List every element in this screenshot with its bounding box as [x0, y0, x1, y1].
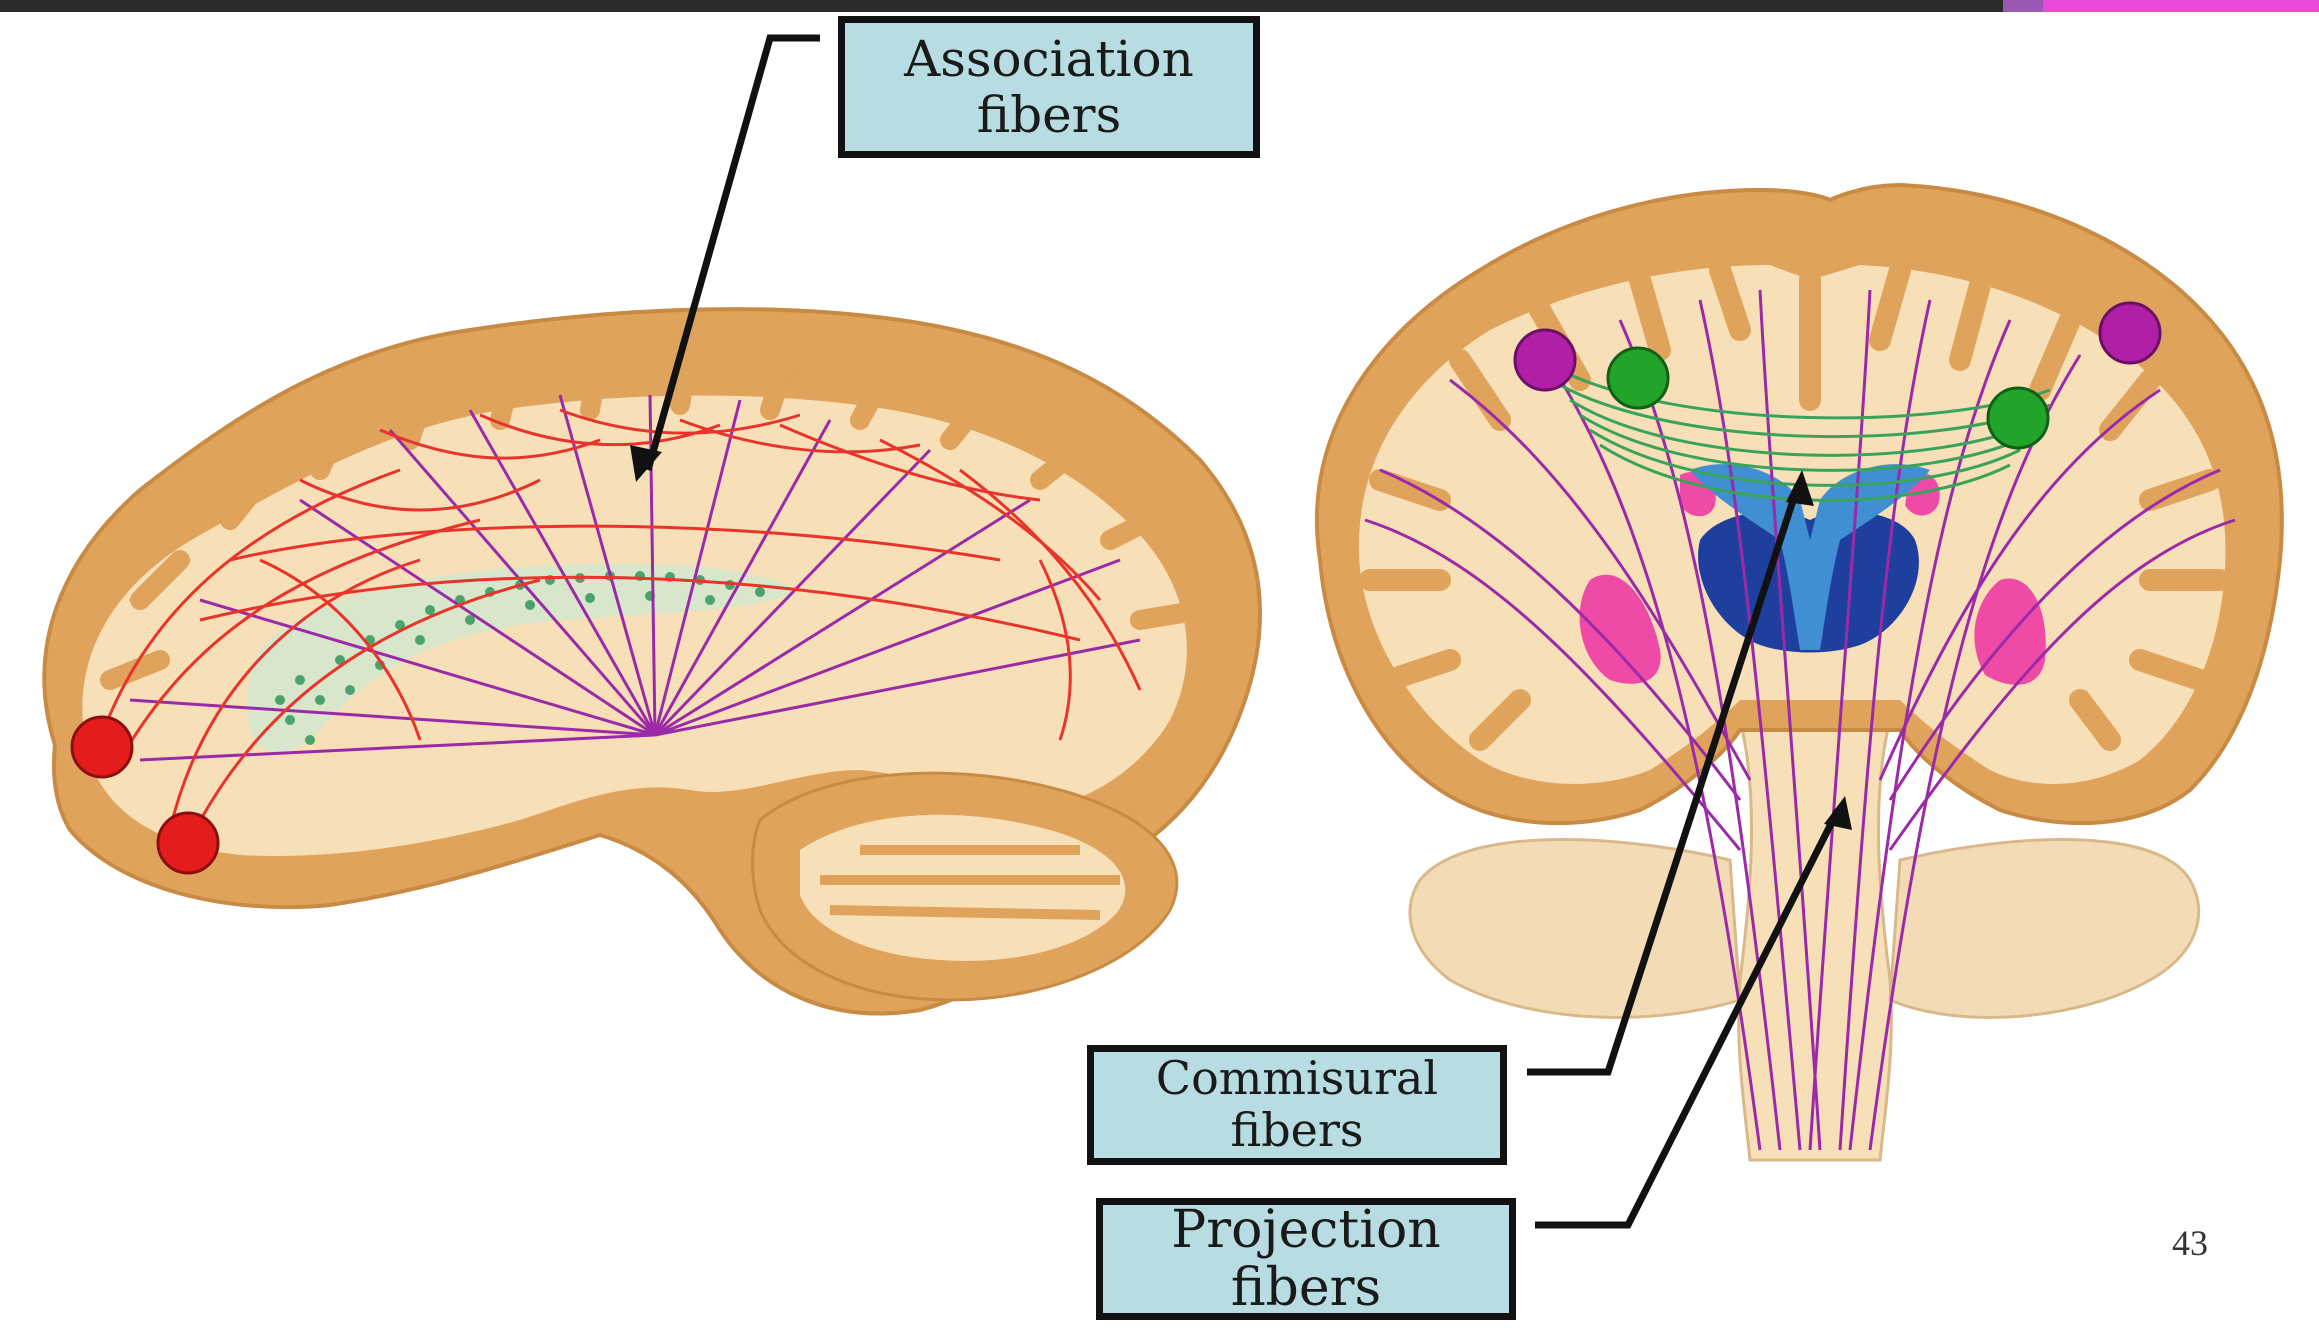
- basal-ganglia-right: [1974, 578, 2046, 685]
- red-cortical-node-2: [156, 811, 220, 875]
- green-cortical-node-left: [1606, 346, 1670, 410]
- coronal-brain: [1314, 182, 2284, 1162]
- projection-label-line2: fibers: [1230, 1258, 1382, 1318]
- commisural-label-line1: Commisural: [1155, 1051, 1439, 1106]
- leader-lines: [644, 34, 1842, 1229]
- magenta-cortical-node-right: [2098, 301, 2162, 365]
- projection-fibers-label: Projection fibers: [1096, 1198, 1516, 1320]
- arrowheads: [630, 445, 1852, 830]
- basal-ganglia-left: [1579, 574, 1661, 684]
- coronal-cerebellum-right: [1888, 838, 2201, 1019]
- projection-arrowhead: [1824, 796, 1852, 830]
- association-label-line1: Association: [904, 30, 1194, 88]
- commisural-leader: [1527, 483, 1802, 1076]
- projection-label-line1: Projection: [1171, 1199, 1441, 1260]
- commisural-label-line2: fibers: [1230, 1103, 1364, 1157]
- association-fibers-label: Association fibers: [838, 16, 1260, 158]
- sagittal-gyri-folds: [100, 335, 1210, 690]
- magenta-cortical-node-left: [1513, 328, 1577, 392]
- association-leader: [644, 34, 820, 471]
- association-label-line2: fibers: [976, 86, 1122, 144]
- sagittal-brain: [42, 307, 1262, 1016]
- sagittal-association-fibers: [98, 408, 1142, 841]
- page-number: 43: [2172, 1223, 2208, 1263]
- association-arrowhead: [630, 445, 662, 482]
- green-cortical-node-right: [1986, 386, 2050, 450]
- commisural-fibers-label: Commisural fibers: [1087, 1045, 1507, 1165]
- corpus-callosum-dotted: [247, 563, 800, 753]
- sagittal-white-matter: [82, 395, 1187, 856]
- top-bar-accent: [2003, 0, 2043, 12]
- top-bar-accent-pink: [2043, 0, 2319, 12]
- commisural-arrowhead: [1786, 470, 1814, 506]
- coronal-gyri-folds: [1359, 259, 2231, 751]
- projection-leader: [1535, 808, 1842, 1229]
- lateral-ventricles: [1690, 464, 1930, 650]
- coronal-cerebellum: [1408, 838, 1742, 1019]
- red-cortical-node-1: [70, 715, 134, 779]
- top-bar: [0, 0, 2319, 12]
